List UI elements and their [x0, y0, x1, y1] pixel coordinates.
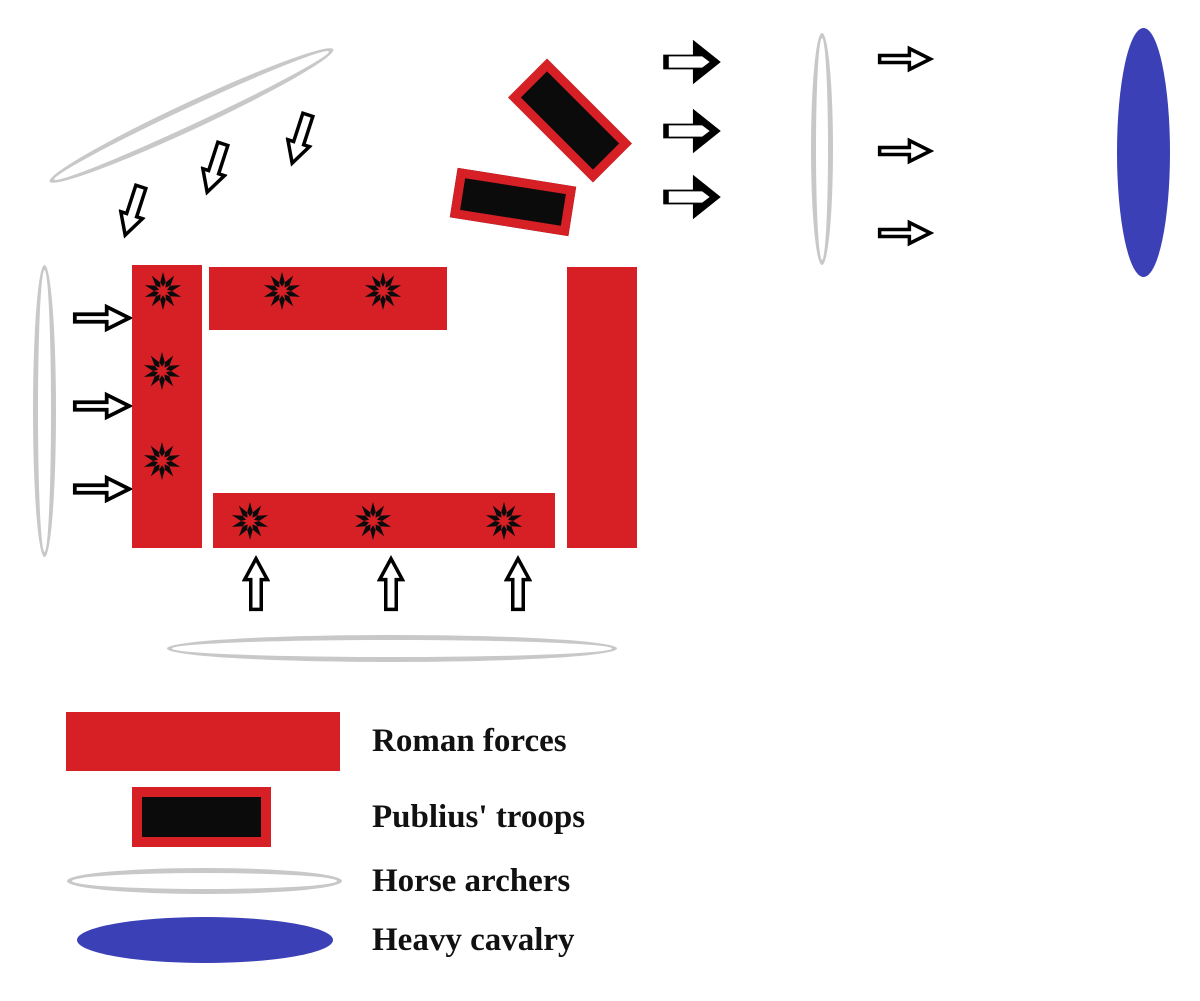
heavy-cavalry-unit	[1117, 28, 1170, 277]
clash-burst-top-2	[363, 271, 403, 311]
attack-arrow-top-left-2	[193, 136, 238, 200]
attack-arrow-top-left-1	[111, 179, 156, 243]
legend-label-roman-forces: Roman forces	[372, 723, 567, 759]
pursuit-arrow-right-3	[875, 219, 935, 247]
publius-advance-arrow-2	[660, 105, 724, 157]
clash-burst-left-2	[142, 351, 182, 391]
legend-label-publius-troops: Publius' troops	[372, 799, 586, 835]
clash-burst-left-3	[142, 441, 182, 481]
attack-arrow-top-left-3	[278, 107, 323, 171]
publius-unit-2	[449, 167, 577, 237]
attack-arrow-left-1	[71, 303, 133, 333]
horse-archers-right-ellipse	[811, 33, 833, 265]
clash-burst-bottom-3	[484, 501, 524, 541]
legend-label-horse-archers: Horse archers	[372, 863, 571, 899]
horse-archers-bottom-ellipse	[167, 635, 617, 662]
attack-arrow-bottom-1	[242, 552, 270, 616]
roman-square-left-side	[132, 265, 202, 548]
attack-arrow-left-3	[71, 474, 133, 504]
clash-burst-top-1	[262, 271, 302, 311]
legend-swatch-roman-forces	[66, 712, 340, 771]
attack-arrow-bottom-2	[377, 552, 405, 616]
legend-swatch-heavy-cavalry	[77, 917, 333, 963]
roman-square-right-side	[567, 267, 637, 548]
clash-burst-bottom-1	[230, 501, 270, 541]
publius-unit-1	[508, 58, 632, 183]
legend-swatch-horse-archers	[67, 868, 342, 894]
horse-archers-left-ellipse	[33, 265, 56, 557]
attack-arrow-left-2	[71, 391, 133, 421]
publius-advance-arrow-3	[660, 171, 724, 223]
legend-swatch-publius-troops	[132, 787, 271, 847]
pursuit-arrow-right-1	[875, 45, 935, 73]
attack-arrow-bottom-3	[504, 552, 532, 616]
clash-burst-bottom-2	[353, 501, 393, 541]
publius-advance-arrow-1	[660, 36, 724, 88]
legend-label-heavy-cavalry: Heavy cavalry	[372, 922, 575, 958]
pursuit-arrow-right-2	[875, 137, 935, 165]
clash-burst-left-1	[143, 271, 183, 311]
roman-square-top-side	[209, 267, 447, 330]
